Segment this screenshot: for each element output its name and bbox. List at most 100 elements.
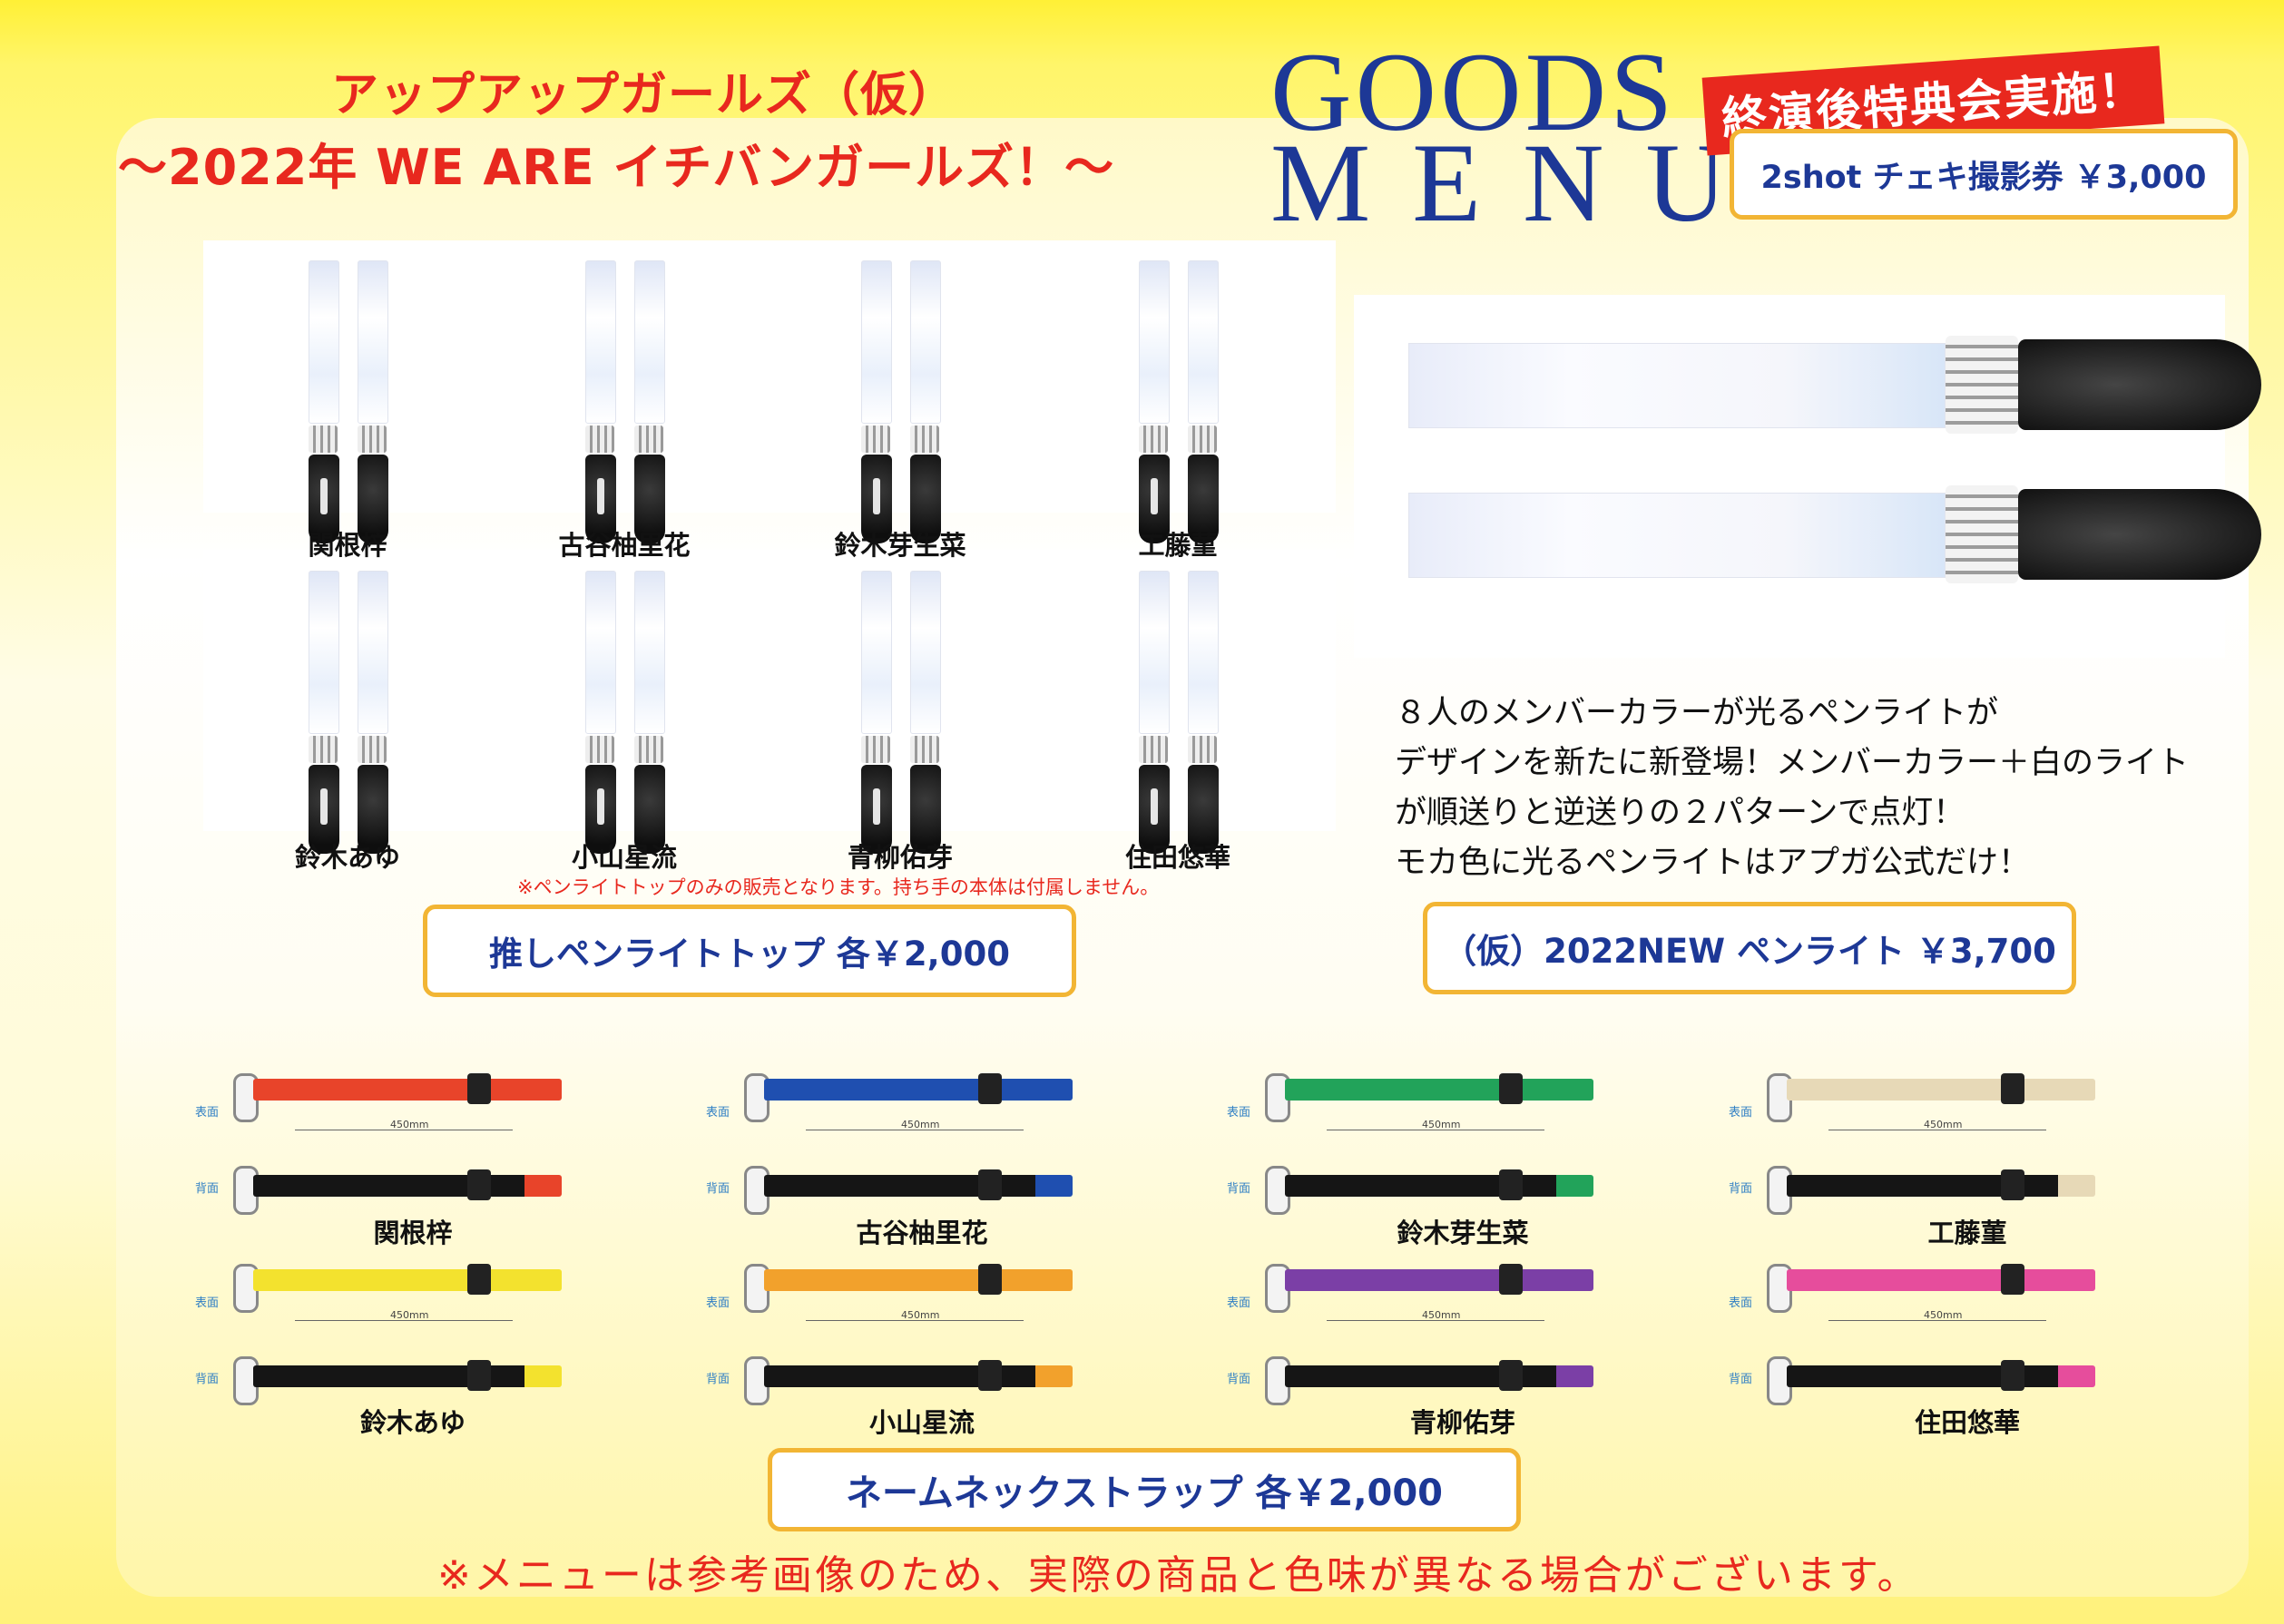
strap-length-label: 450mm <box>1422 1309 1461 1321</box>
pen-top-part <box>309 260 339 424</box>
strap-buckle <box>2001 1169 2024 1200</box>
penlight-top-item <box>814 560 986 857</box>
pen-mid-part <box>309 426 338 453</box>
strap-buckle <box>467 1073 491 1104</box>
new-penlight-price-box: （仮）2022NEW ペンライト ￥3,700 <box>1423 902 2076 994</box>
penlight-top-note: ※ペンライトトップのみの販売となります。持ち手の本体は付属しません。 <box>517 876 1160 898</box>
pen-grip-part <box>1188 765 1219 854</box>
strap-buckle <box>1499 1073 1523 1104</box>
strap-band-front <box>253 1079 562 1101</box>
strap-band-back <box>253 1175 562 1197</box>
strap-buckle <box>978 1073 1002 1104</box>
pen-top-part <box>910 571 941 734</box>
strap-front-label: 表面 <box>1227 1106 1251 1120</box>
new-penlight-desc-line-2: デザインを新たに新登場！メンバーカラー＋白のライト <box>1395 745 2190 781</box>
pen-top-part <box>910 260 941 424</box>
goods-word: GOODS <box>1270 30 1677 154</box>
strap-buckle <box>1499 1360 1523 1391</box>
pen-mid-part <box>634 736 663 763</box>
penlight-top-member-name: 住田悠華 <box>1124 842 1231 873</box>
new-penlight-desc-line-3: が順送りと逆送りの２パターンで点灯！ <box>1395 795 1965 831</box>
pen-mid-part <box>910 426 939 453</box>
penlight-top-item <box>538 249 711 547</box>
neck-strap-member-name: 関根梓 <box>373 1218 453 1248</box>
pen-top-part <box>358 260 388 424</box>
strap-back-label: 背面 <box>1729 1182 1753 1196</box>
pen-top-part <box>358 571 388 734</box>
strap-length-line <box>1828 1320 2046 1321</box>
neck-strap-item: 表面背面 450mm <box>1729 1066 2101 1257</box>
penlight-top-item <box>538 560 711 857</box>
pen-mid-part <box>585 736 614 763</box>
penlight-top-member-name: 鈴木あゆ <box>294 842 401 873</box>
penlight-top-member-name: 小山星流 <box>571 842 678 873</box>
pen-grip-part <box>910 455 941 543</box>
strap-band-back <box>1285 1365 1593 1387</box>
strap-back-label: 背面 <box>1227 1182 1251 1196</box>
strap-length-label: 450mm <box>1924 1119 1963 1130</box>
strap-buckle <box>978 1360 1002 1391</box>
pen-mid-part <box>861 426 890 453</box>
pen-top-part <box>634 571 665 734</box>
pen-grip-window <box>320 788 328 825</box>
pen-top-part <box>585 260 616 424</box>
new-penlight-photo <box>1354 295 2261 658</box>
pen-grip-part <box>358 765 388 854</box>
pen-mid-part <box>309 736 338 763</box>
strap-buckle <box>2001 1264 2024 1295</box>
pen-top-part <box>634 260 665 424</box>
pen-top-part <box>1139 260 1170 424</box>
neck-strap-member-name: 鈴木芽生菜 <box>1397 1218 1529 1248</box>
strap-length-line <box>295 1320 513 1321</box>
strap-buckle <box>467 1169 491 1200</box>
strap-length-label: 450mm <box>390 1309 429 1321</box>
strap-band-back <box>253 1365 562 1387</box>
strap-buckle <box>2001 1360 2024 1391</box>
neck-strap-item: 表面背面 450mm <box>195 1257 567 1447</box>
pen-mid-part <box>861 736 890 763</box>
strap-buckle <box>1499 1169 1523 1200</box>
new-penlight-desc-line-1: ８人のメンバーカラーが光るペンライトが <box>1395 695 1999 731</box>
neck-strap-member-name: 古谷柚里花 <box>856 1218 988 1248</box>
pen-mid-part <box>585 426 614 453</box>
strap-back-label: 背面 <box>706 1182 730 1196</box>
strap-buckle <box>467 1360 491 1391</box>
strap-back-label: 背面 <box>1729 1373 1753 1386</box>
pen-grip-window <box>597 788 604 825</box>
penlight-top-item <box>261 560 434 857</box>
pen-mid-part <box>1139 426 1168 453</box>
pen-top-part <box>1188 260 1219 424</box>
strap-band-back <box>1787 1365 2095 1387</box>
pen-top-part <box>309 571 339 734</box>
strap-front-label: 表面 <box>1227 1296 1251 1310</box>
penlight-top-price-box: 推しペンライトトップ 各￥2,000 <box>423 905 1076 997</box>
footer-note: ※メニューは参考画像のため、実際の商品と色味が異なる場合がございます。 <box>437 1552 1920 1599</box>
penlight-top-member-name: 青柳佑芽 <box>847 842 954 873</box>
pen-grip-window <box>873 478 880 514</box>
penlight-top-item <box>814 249 986 547</box>
strap-front-label: 表面 <box>706 1296 730 1310</box>
penlight-top-member-name: 工藤菫 <box>1138 530 1218 561</box>
pen-top-part <box>1188 571 1219 734</box>
pen-grip-window <box>1151 788 1158 825</box>
penlight-top-member-name: 鈴木芽生菜 <box>834 530 966 561</box>
pen-grip-part <box>910 765 941 854</box>
strap-front-label: 表面 <box>195 1106 220 1120</box>
pen-mid-part <box>358 736 387 763</box>
strap-band-back <box>764 1365 1073 1387</box>
strap-length-label: 450mm <box>901 1119 940 1130</box>
neck-strap-member-name: 小山星流 <box>868 1407 975 1438</box>
strap-band-front <box>253 1269 562 1291</box>
pen-top-part <box>861 571 892 734</box>
strap-front-label: 表面 <box>1729 1106 1753 1120</box>
event-title: 〜2022年 WE ARE イチバンガールズ！〜 <box>118 139 1115 196</box>
strap-band-front <box>1285 1079 1593 1101</box>
pen-top-part <box>1139 571 1170 734</box>
pen-grip-window <box>1151 478 1158 514</box>
penlight-top-member-name: 古谷柚里花 <box>558 530 691 561</box>
strap-front-label: 表面 <box>195 1296 220 1310</box>
strap-back-label: 背面 <box>195 1373 220 1386</box>
